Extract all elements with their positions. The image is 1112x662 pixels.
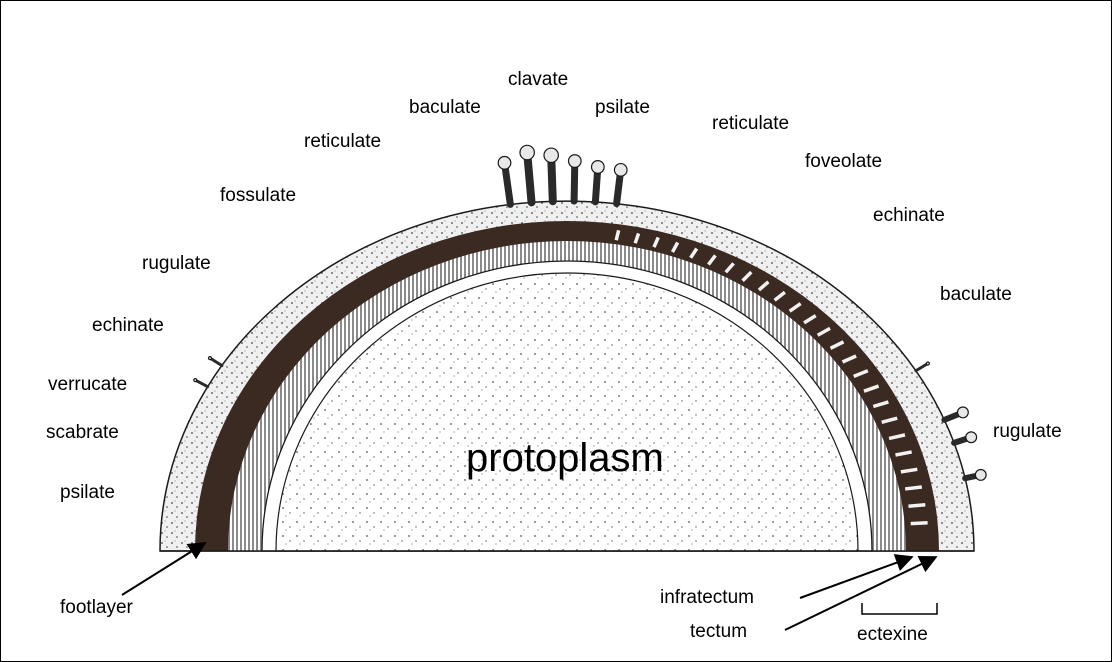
label-right-baculate: baculate [940,285,1012,304]
process-head [544,148,558,162]
columella [908,505,925,506]
label-right-rugulate: rugulate [993,422,1062,441]
label-left-psilate: psilate [60,483,115,502]
label-left-reticulate: reticulate [304,132,381,151]
columella [911,523,928,524]
label-top-clavate: clavate [508,70,568,89]
tectum-arrow [785,557,936,630]
label-ectexine: ectexine [857,625,928,644]
label-tectum: tectum [690,622,747,641]
label-left-scabrate: scabrate [46,423,119,442]
process-head [498,157,511,170]
process-head [926,362,929,365]
protoplasm-label: protoplasm [466,438,664,478]
process-head [569,155,582,168]
label-infratectum: infratectum [660,588,754,607]
surface-process [195,380,207,387]
process-head [520,145,534,159]
label-left-verrucate: verrucate [48,375,127,394]
columella [905,487,922,489]
label-footlayer: footlayer [60,598,133,617]
process-head [194,379,197,382]
ectexine-bracket [862,603,937,614]
columella [616,230,618,240]
label-left-baculate: baculate [409,98,481,117]
process-head [614,164,627,177]
process-head [975,470,986,481]
label-right-reticulate: reticulate [712,114,789,133]
label-right-psilate: psilate [595,98,650,117]
process-head [208,357,211,360]
process-head [966,432,977,443]
label-left-rugulate: rugulate [142,254,211,273]
label-right-echinate: echinate [873,206,945,225]
label-right-foveolate: foveolate [805,152,882,171]
process-head [958,407,969,418]
label-left-fossulate: fossulate [220,186,296,205]
label-left-echinate: echinate [92,316,164,335]
columella [901,469,917,472]
process-head [592,161,605,174]
